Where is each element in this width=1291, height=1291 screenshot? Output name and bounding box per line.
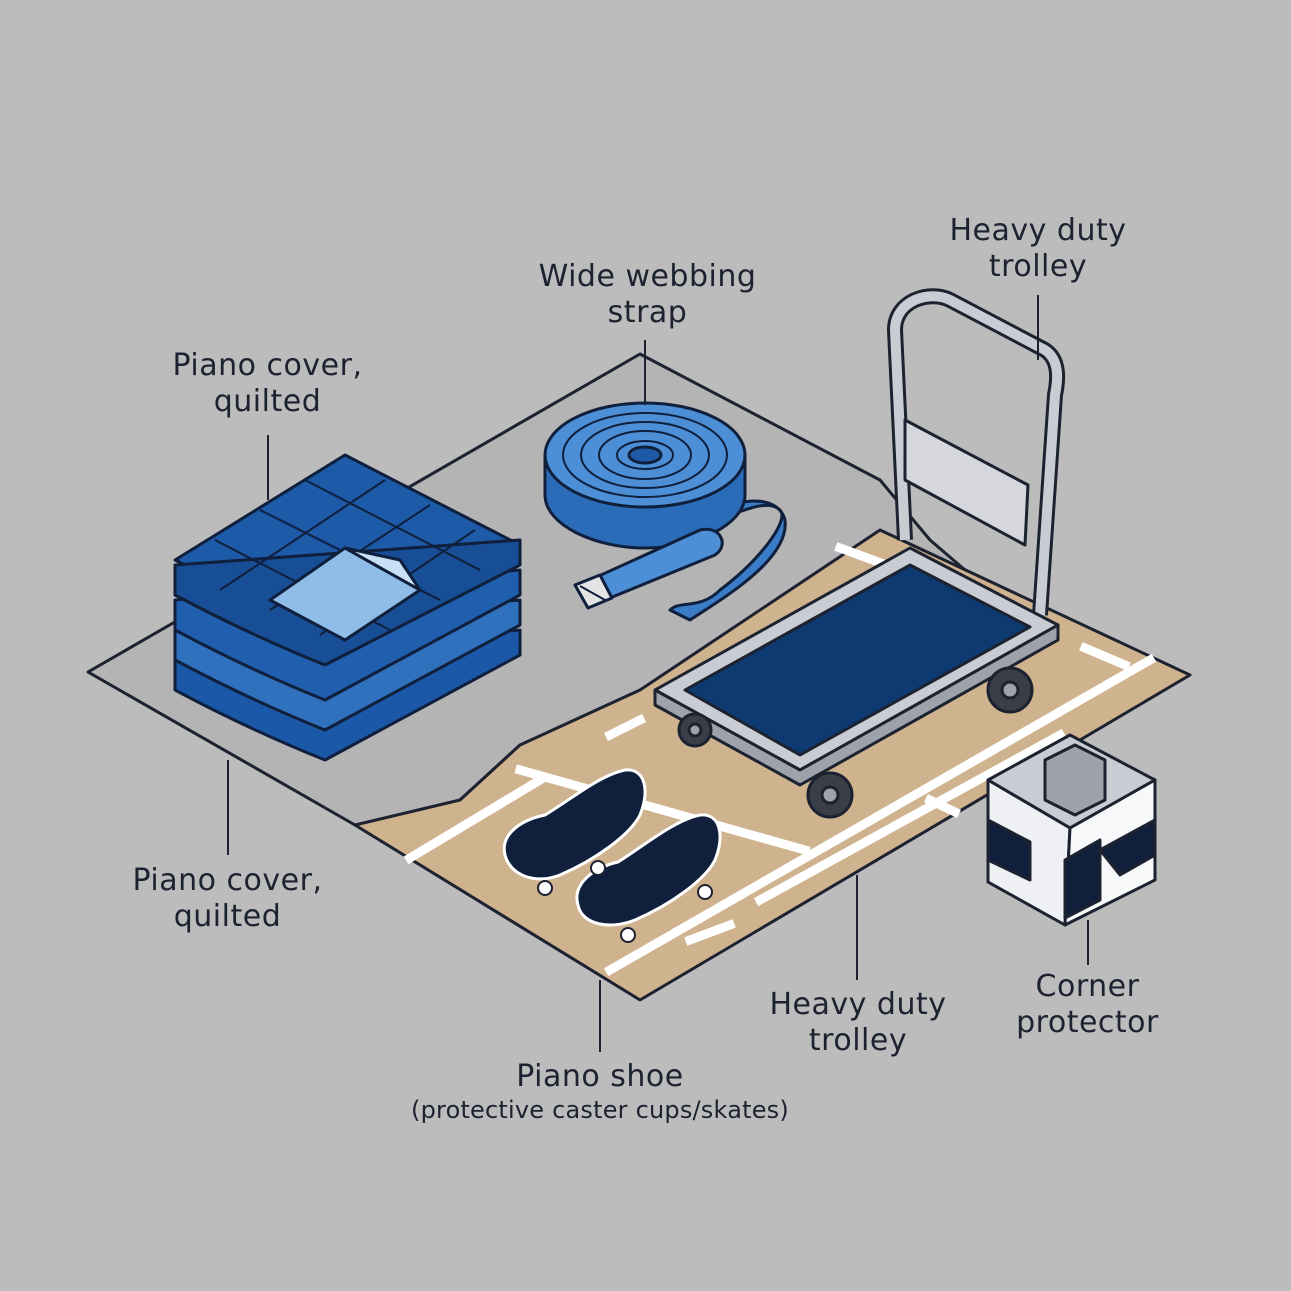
heavy-duty-trolley: [653, 288, 1066, 819]
piano-shoes: [502, 768, 722, 943]
label-heavy-duty-trolley-top: Heavy duty trolley: [949, 213, 1127, 284]
label-piano-cover-top: Piano cover, quilted: [172, 348, 363, 419]
label-heavy-duty-trolley-bottom: Heavy duty trolley: [769, 987, 947, 1058]
label-wide-webbing-strap: Wide webbing strap: [538, 259, 757, 330]
label-piano-shoe: Piano shoe (protective caster cups/skate…: [411, 1059, 789, 1124]
corner-protector: [986, 733, 1157, 927]
leader-lines: [227, 295, 1089, 1052]
piano-cover-stack: [173, 453, 522, 762]
label-corner-protector: Corner protector: [1016, 969, 1159, 1040]
label-piano-cover-bottom: Piano cover, quilted: [132, 863, 323, 934]
